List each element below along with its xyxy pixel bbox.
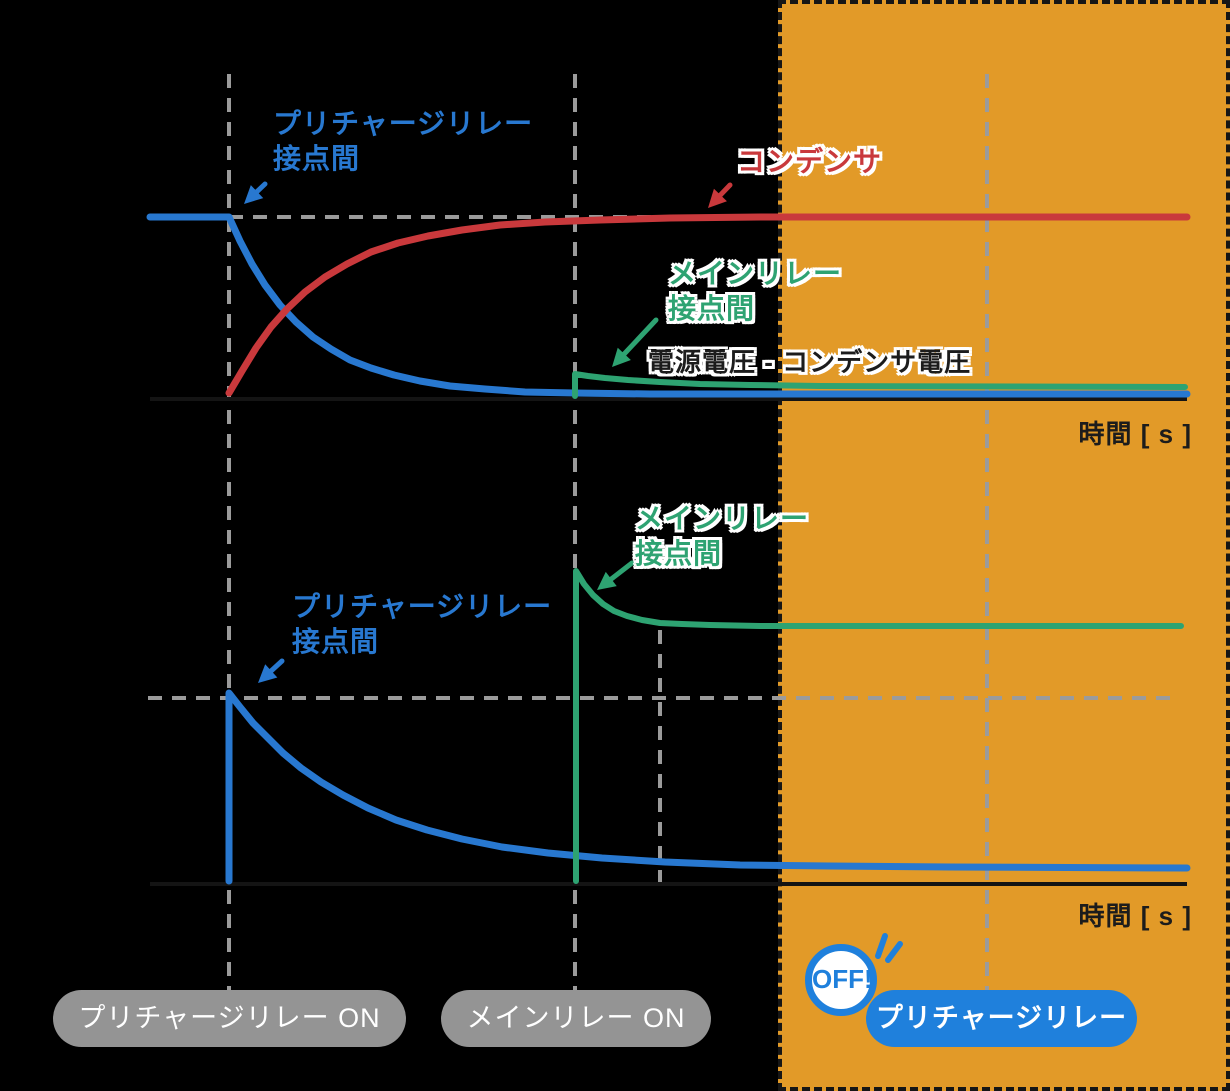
off-spark-right [885,941,903,963]
off-spark-left [875,933,888,959]
label-line: プリチャージリレー [292,591,553,622]
label-line: 時間 [ s ] [1078,419,1192,449]
label-top-main-contact: メインリレー 接点間 [668,256,842,326]
top-main-arrow [617,317,659,361]
label-bottom-precharge-contact: プリチャージリレー 接点間 [292,589,552,659]
pill-label: メインリレー ON [466,1003,686,1033]
top-precharge-contact-curve [146,213,1191,398]
label-line: プリチャージリレー [273,108,534,139]
off-badge-label: OFF! [812,964,873,994]
label-line: コンデンサ [737,146,883,177]
label-bottom-main-contact: メインリレー 接点間 [635,501,809,571]
label-line: 接点間 [292,626,380,657]
label-line: 接点間 [668,293,756,324]
precharge-off-pill: プリチャージリレー [866,990,1137,1047]
label-line: メインリレー [668,258,843,289]
top-capacitor-curve [225,213,1191,397]
label-line: 接点間 [273,143,361,174]
bottom-precharge-contact-curve [225,689,1191,885]
off-badge: OFF! [805,944,877,1016]
top-time-axis-label: 時間 [ s ] [1032,414,1192,451]
label-line: 電源電圧 - コンデンサ電圧 [648,347,972,377]
top-precharge-arrow-head [244,185,264,204]
label-line: メインリレー [635,503,810,534]
bottom-time-axis-label: 時間 [ s ] [1032,896,1192,933]
main-on-pill: メインリレー ON [441,990,711,1047]
top-main-contact-curve [572,371,1188,399]
label-line: 接点間 [635,538,723,569]
label-voltage-formula: 電源電圧 - コンデンサ電圧 [648,342,971,379]
label-capacitor: コンデンサ [737,146,882,178]
label-line: 時間 [ s ] [1078,901,1192,931]
bottom-main-arrow-head [597,571,617,590]
top-main-arrow-head [612,347,631,367]
precharge-off-highlight-region [778,0,1230,1091]
pill-label: プリチャージリレー ON [78,1003,381,1033]
bottom-precharge-arrow-head [258,664,278,683]
label-top-precharge-contact: プリチャージリレー 接点間 [273,106,533,176]
precharge-on-pill: プリチャージリレー ON [53,990,406,1047]
bottom-main-contact-curve [573,568,1184,884]
top-capacitor-arrow-head [708,188,727,208]
pill-label: プリチャージリレー [875,1003,1128,1033]
